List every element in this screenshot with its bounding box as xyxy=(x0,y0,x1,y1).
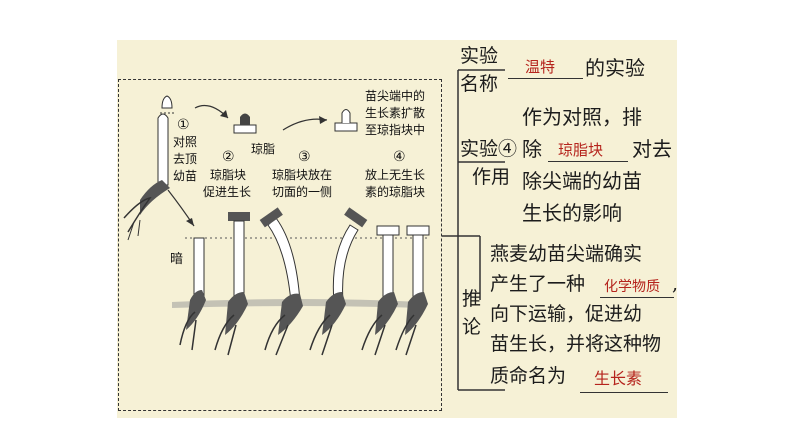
seedling-bent-left-icon xyxy=(259,207,303,356)
diffuse-note-line3: 至琼指块中 xyxy=(365,123,426,137)
seedling-plain-agar-icon-1 xyxy=(361,225,400,356)
infer-answer1: 化学物质 xyxy=(604,279,660,295)
step2-number: ② xyxy=(222,149,235,165)
summary-bracket xyxy=(442,69,505,391)
coleoptile-tip-icon xyxy=(160,95,175,114)
name-answer: 温特 xyxy=(525,58,556,76)
name-label-line2: 名称 xyxy=(460,73,499,95)
role-line1: 作为对照，排 xyxy=(522,105,642,129)
step1-label-line1: 对照 xyxy=(173,135,198,149)
infer-line3: 向下运输，促进幼 xyxy=(490,303,643,325)
intact-seedling-icon xyxy=(123,113,170,241)
step1-number: ① xyxy=(177,117,190,133)
step3-number: ③ xyxy=(298,149,311,165)
agar-block-with-tip-icon xyxy=(233,113,257,134)
step3-label-line1: 琼脂块放在 xyxy=(272,168,333,182)
decapitated-seedling-icon xyxy=(179,237,206,351)
role-answer: 琼脂块 xyxy=(558,141,604,159)
infer-line4: 苗生长，并将这种物 xyxy=(490,333,662,355)
name-suffix: 的实验 xyxy=(585,56,645,80)
step4-number: ④ xyxy=(393,149,406,165)
role-label-line1: 实验④ xyxy=(460,138,518,160)
name-label-line1: 实验 xyxy=(460,45,499,67)
seedling-bent-right-icon xyxy=(309,207,368,356)
infer-line2-post: , xyxy=(672,273,679,295)
role-answer-underline xyxy=(548,161,628,162)
role-line4: 生长的影响 xyxy=(522,201,622,225)
role-label-line2: 作用 xyxy=(472,166,511,188)
infer-line5-pre: 质命名为 xyxy=(490,365,567,387)
diffuse-note-line2: 生长素扩散 xyxy=(365,106,426,120)
role-line3: 除尖端的幼苗 xyxy=(522,169,642,193)
step1-label-line2: 去顶 xyxy=(173,152,198,166)
dark-label: 暗 xyxy=(170,252,184,267)
diffuse-note-line1: 苗尖端中的 xyxy=(365,89,426,103)
step1-label-line3: 幼苗 xyxy=(173,169,198,183)
step2-label-line2: 促进生长 xyxy=(203,185,252,199)
seedling-plain-agar-icon-2 xyxy=(395,225,430,356)
step2-label-line1: 琼脂块 xyxy=(210,168,247,182)
infer-answer2-underline xyxy=(580,392,668,393)
infer-label-line2: 论 xyxy=(462,316,482,338)
infer-answer2: 生长素 xyxy=(594,369,643,388)
step3-label-line2: 切面的一侧 xyxy=(272,185,333,199)
infer-line2-pre: 产生了一种 xyxy=(490,273,586,295)
experiment-diagram-frame xyxy=(118,79,442,411)
step4-label-line1: 放上无生长 xyxy=(365,168,426,182)
step4-label-line2: 素的琼脂块 xyxy=(365,185,426,199)
infer-label-line1: 推 xyxy=(462,288,482,310)
agar-label: 琼脂 xyxy=(251,142,276,156)
seedling-agar-top-icon xyxy=(214,212,250,356)
infer-line1: 燕麦幼苗尖端确实 xyxy=(490,243,643,265)
infer-answer1-underline xyxy=(600,297,674,298)
agar-block-icon xyxy=(334,109,358,132)
role-line2-pre: 除 xyxy=(522,137,542,161)
role-line2-post: 对去 xyxy=(632,137,672,161)
name-answer-underline xyxy=(508,78,583,79)
